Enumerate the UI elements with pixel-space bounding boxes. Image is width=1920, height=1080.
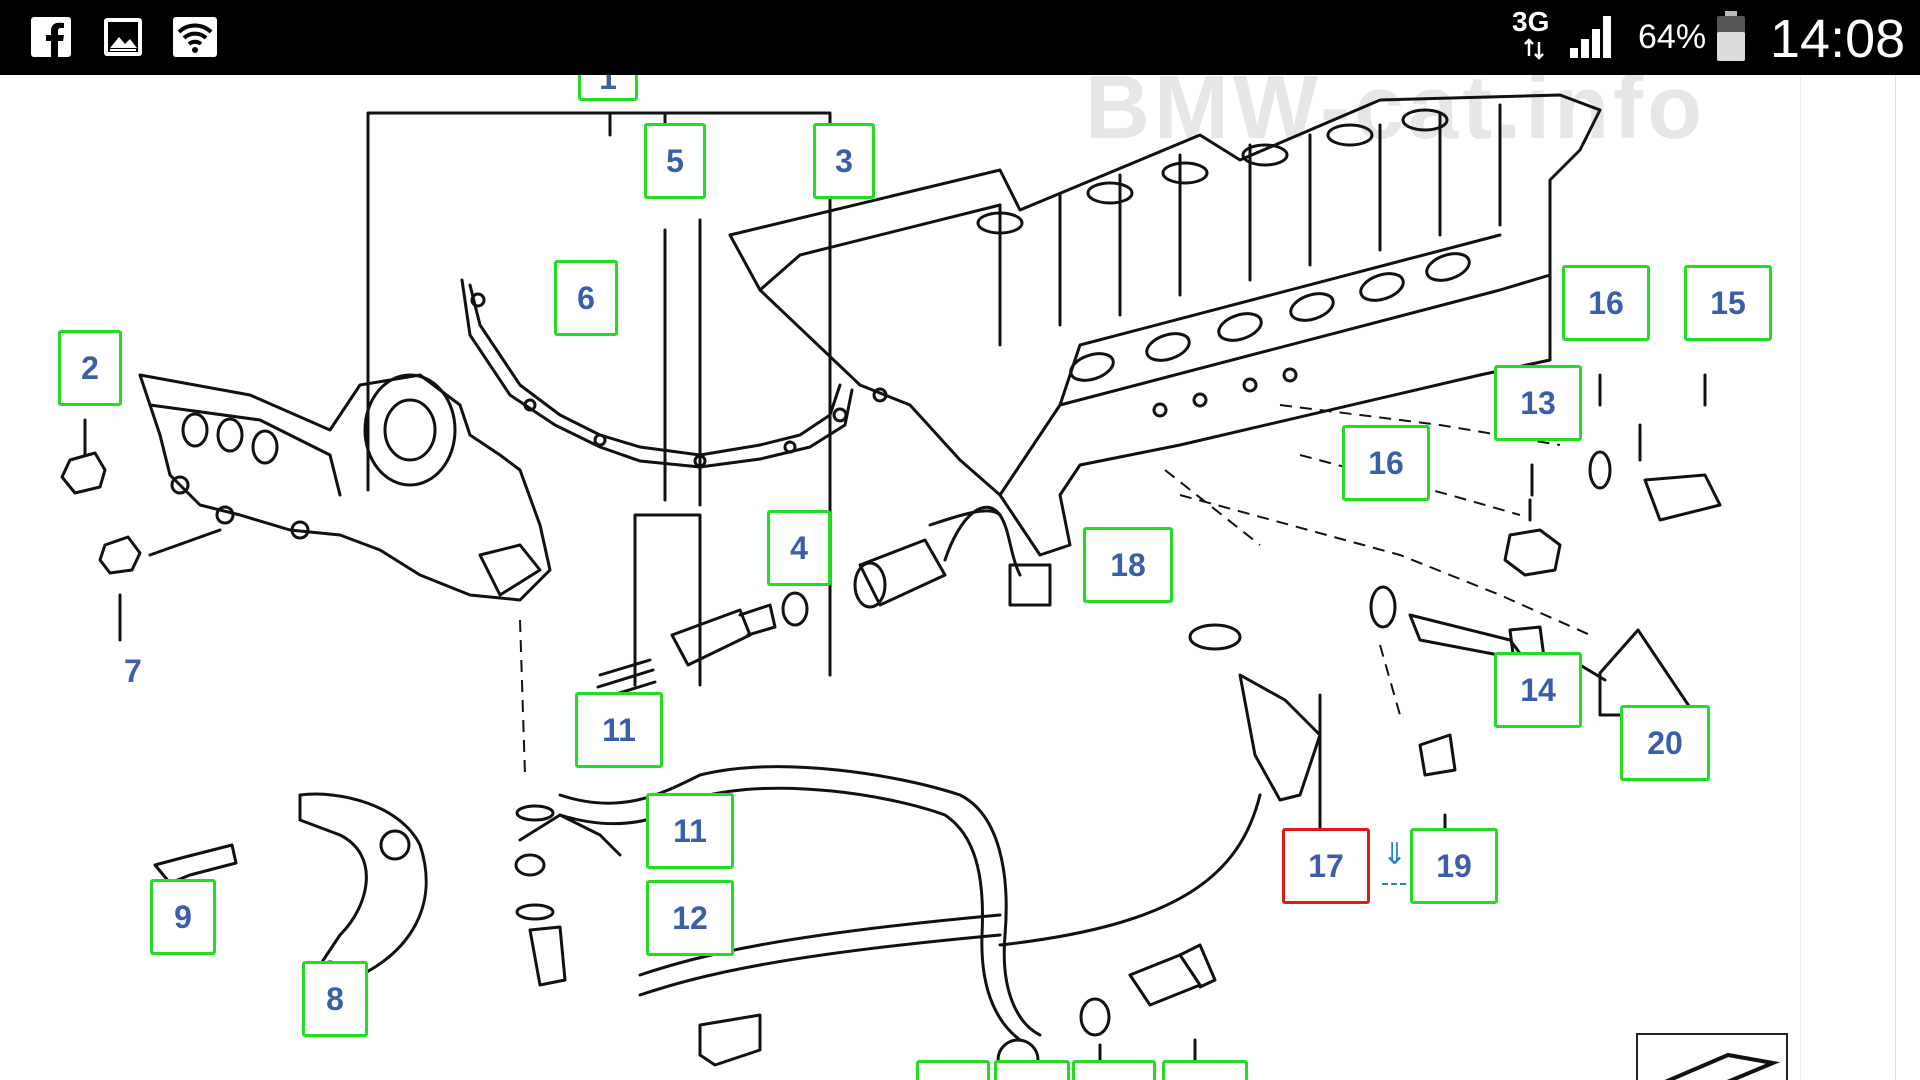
callout-11[interactable]: 11 — [575, 692, 663, 768]
callout-text: 3 — [835, 142, 853, 179]
callout-text: 13 — [1520, 384, 1556, 421]
callout-text: 1 — [599, 75, 617, 96]
callout-18[interactable]: 18 — [1083, 527, 1173, 603]
arrow-down-icon: ⇓ — [1382, 837, 1408, 872]
callout-13[interactable]: 13 — [1494, 365, 1582, 441]
callout-8[interactable]: 8 — [302, 961, 368, 1037]
callout-text: 11 — [602, 711, 636, 748]
callout-partial[interactable] — [1162, 1060, 1248, 1080]
callout-9[interactable]: 9 — [150, 879, 216, 955]
callout-partial[interactable] — [916, 1060, 990, 1080]
callout-2[interactable]: 2 — [58, 330, 122, 406]
callout-7[interactable]: 7 — [124, 653, 142, 689]
callout-text: 14 — [1520, 671, 1556, 708]
callout-text: 15 — [1710, 284, 1746, 321]
callout-text: 2 — [81, 349, 99, 386]
thumbnail-part-icon — [1664, 1052, 1781, 1080]
callout-text: 4 — [790, 529, 808, 566]
callout-text: 20 — [1647, 724, 1683, 761]
callout-text: 5 — [666, 142, 684, 179]
gallery-icon — [102, 16, 144, 63]
callout-text: 8 — [326, 980, 344, 1017]
callout-text: 16 — [1588, 284, 1624, 321]
callout-text: 18 — [1110, 546, 1146, 583]
callout-text: 19 — [1436, 847, 1472, 884]
callout-6[interactable]: 6 — [554, 260, 618, 336]
callout-1[interactable]: 1 — [578, 75, 638, 101]
wifi-icon — [172, 16, 218, 63]
data-arrows-icon — [1522, 38, 1546, 65]
callout-11-lower[interactable]: 11 — [646, 793, 734, 869]
battery-icon — [1716, 10, 1746, 67]
callout-text: 17 — [1308, 847, 1344, 884]
battery-percent: 64% — [1638, 18, 1707, 56]
callout-3[interactable]: 3 — [813, 123, 875, 199]
callout-partial[interactable] — [994, 1060, 1070, 1080]
signal-icon — [1568, 12, 1618, 65]
callout-16[interactable]: 16 — [1562, 265, 1650, 341]
callout-19[interactable]: 19 — [1410, 828, 1498, 904]
callout-partial[interactable] — [1072, 1060, 1156, 1080]
callout-15[interactable]: 15 — [1684, 265, 1772, 341]
callout-text: 6 — [577, 279, 595, 316]
callout-17[interactable]: 17 — [1282, 828, 1370, 904]
page-edge-line — [1895, 75, 1896, 1080]
watermark: BMW-cat.info — [1085, 75, 1707, 158]
page-edge-line — [1800, 75, 1801, 1080]
network-type: 3G — [1512, 6, 1550, 37]
callout-text: 16 — [1368, 444, 1404, 481]
callout-20[interactable]: 20 — [1620, 705, 1710, 781]
next-thumbnail[interactable] — [1636, 1033, 1788, 1080]
facebook-icon — [30, 16, 72, 63]
callout-5[interactable]: 5 — [644, 123, 706, 199]
callout-14[interactable]: 14 — [1494, 652, 1582, 728]
callout-text: 9 — [174, 898, 192, 935]
callout-12[interactable]: 12 — [646, 880, 734, 956]
status-bar: 3G 64% 14:08 — [0, 0, 1920, 75]
engine-parts-drawing — [60, 93, 1722, 1080]
callout-4[interactable]: 4 — [767, 510, 831, 586]
callout-text: 11 — [673, 812, 707, 849]
clock: 14:08 — [1770, 9, 1906, 69]
callout-text: 12 — [672, 899, 708, 936]
callout-16-lower[interactable]: 16 — [1342, 425, 1430, 501]
dashed-connector — [1382, 883, 1406, 885]
parts-diagram-view[interactable]: BMW-cat.info — [0, 75, 1920, 1080]
